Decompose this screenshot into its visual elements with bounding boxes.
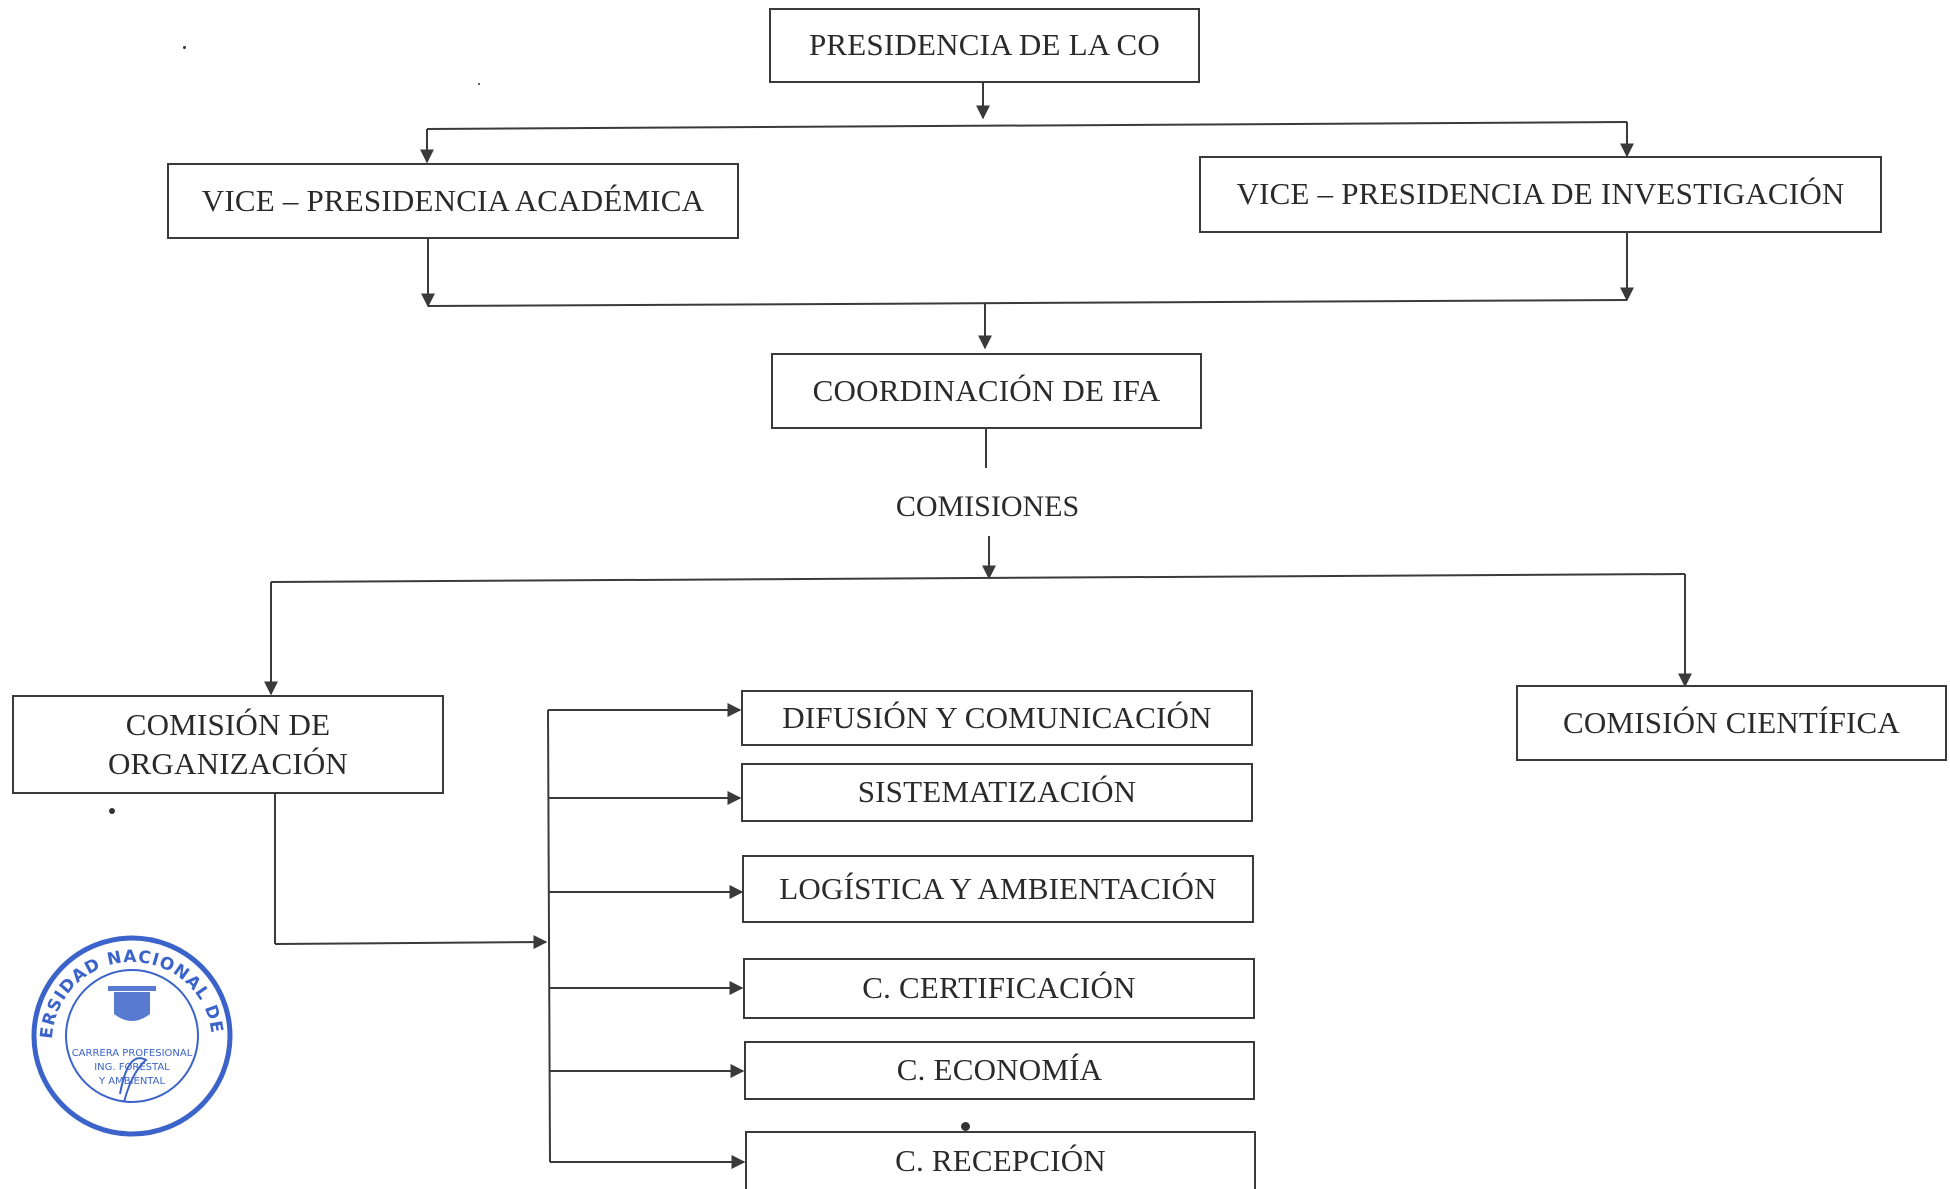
- recepcion-label: C. RECEPCIÓN: [895, 1142, 1106, 1178]
- seal-inner-line2: ING. FORESTAL: [94, 1062, 170, 1073]
- presidencia-label: PRESIDENCIA DE LA CO: [808, 27, 1161, 63]
- vice-academica-box: VICE – PRESIDENCIA ACADÉMICA: [167, 163, 739, 239]
- vice-academica-label: VICE – PRESIDENCIA ACADÉMICA: [201, 182, 705, 218]
- difusion-label: DIFUSIÓN Y COMUNICACIÓN: [782, 699, 1212, 735]
- scan-speck: [109, 808, 115, 814]
- scan-speck: [961, 1122, 970, 1131]
- comision-organizacion-line1: COMISIÓN DE: [125, 706, 331, 742]
- scan-speck: [478, 83, 480, 85]
- sistematizacion-box: SISTEMATIZACIÓN: [741, 763, 1253, 822]
- economia-box: C. ECONOMÍA: [744, 1041, 1255, 1100]
- comisiones-label: COMISIONES: [895, 490, 1080, 523]
- vice-investigacion-label: VICE – PRESIDENCIA DE INVESTIGACIÓN: [1236, 176, 1845, 212]
- vice-investigacion-box: VICE – PRESIDENCIA DE INVESTIGACIÓN: [1199, 156, 1882, 233]
- economia-label: C. ECONOMÍA: [896, 1052, 1103, 1088]
- coordinacion-label: COORDINACIÓN DE IFA: [812, 372, 1161, 408]
- seal-inner-line1: CARRERA PROFESIONAL: [72, 1048, 193, 1059]
- logistica-label: LOGÍSTICA Y AMBIENTACIÓN: [779, 870, 1217, 906]
- certificacion-label: C. CERTIFICACIÓN: [862, 970, 1136, 1006]
- certificacion-box: C. CERTIFICACIÓN: [743, 958, 1255, 1019]
- presidencia-box: PRESIDENCIA DE LA CO: [769, 8, 1200, 83]
- comision-organizacion-box: COMISIÓN DE ORGANIZACIÓN: [12, 695, 444, 794]
- recepcion-box: C. RECEPCIÓN: [745, 1131, 1256, 1189]
- coordinacion-box: COORDINACIÓN DE IFA: [771, 353, 1202, 429]
- university-seal-icon: UNIVERSIDAD NACIONAL DE JAÉN CARRERA PRO…: [28, 932, 233, 1137]
- logistica-box: LOGÍSTICA Y AMBIENTACIÓN: [742, 855, 1254, 923]
- difusion-box: DIFUSIÓN Y COMUNICACIÓN: [741, 690, 1253, 746]
- comision-cientifica-label: COMISIÓN CIENTÍFICA: [1562, 704, 1901, 740]
- scan-speck: [183, 46, 186, 49]
- sistematizacion-label: SISTEMATIZACIÓN: [857, 774, 1137, 810]
- comision-cientifica-box: COMISIÓN CIENTÍFICA: [1516, 685, 1947, 761]
- comision-organizacion-line2: ORGANIZACIÓN: [107, 745, 349, 781]
